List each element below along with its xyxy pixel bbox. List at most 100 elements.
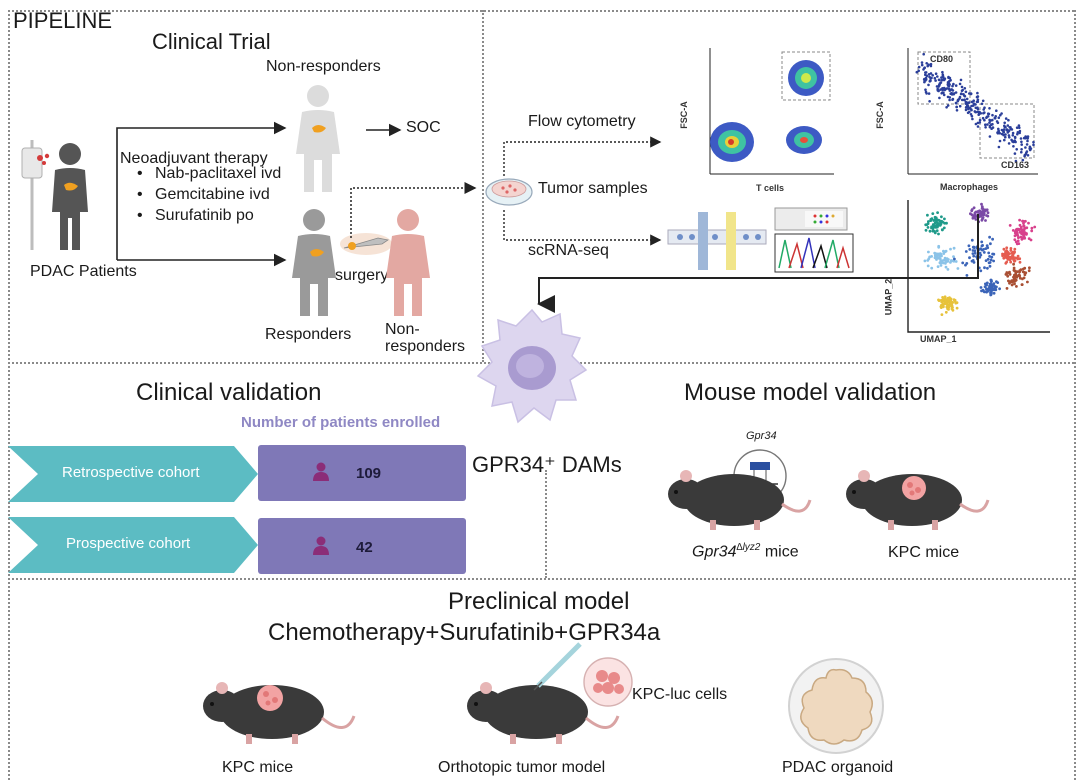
scatter-point: [972, 104, 975, 107]
scatter-point: [941, 88, 944, 92]
umap-point: [990, 255, 994, 259]
scatter-point: [981, 99, 985, 103]
umap-point: [1025, 232, 1028, 235]
umap-point: [1015, 285, 1018, 288]
umap-point: [1027, 221, 1030, 225]
umap-point: [943, 217, 946, 221]
umap-point: [1009, 249, 1013, 252]
scatter-point: [1020, 140, 1023, 144]
umap-point: [961, 261, 965, 265]
umap-point: [1002, 247, 1006, 251]
umap-point: [1021, 219, 1025, 223]
umap-point: [955, 301, 959, 305]
umap-point: [944, 310, 948, 314]
umap-point: [1012, 251, 1016, 255]
tumor-samples-label: Tumor samples: [538, 180, 648, 197]
umap-point: [933, 251, 937, 255]
dams-label: GPR34⁺ DAMs: [472, 452, 622, 477]
scatter-point: [984, 126, 987, 129]
umap-point: [924, 223, 928, 227]
umap-point: [981, 288, 985, 292]
umap-point: [940, 228, 944, 232]
scatter-point: [917, 69, 920, 73]
scatter-point: [975, 100, 979, 104]
umap-point: [973, 251, 977, 255]
scatter-point: [924, 71, 927, 74]
umap-point: [1016, 234, 1020, 237]
umap-point: [983, 266, 986, 270]
scatter-point: [1012, 140, 1015, 144]
umap-point: [1019, 225, 1023, 229]
flow-1-xlabel: T cells: [756, 183, 785, 193]
scatter-point: [939, 88, 942, 91]
umap-point: [938, 254, 941, 257]
border-top: [8, 10, 1074, 12]
umap-point: [1019, 235, 1023, 239]
umap-point: [965, 274, 969, 277]
scatter-point: [1004, 117, 1008, 120]
scatter-point: [963, 98, 966, 101]
scatter-point: [926, 64, 929, 68]
cohort-arrow-retrospective: [8, 446, 258, 502]
scatter-point: [931, 74, 934, 77]
umap-point: [939, 264, 943, 267]
umap-point: [969, 212, 972, 216]
umap-point: [1018, 270, 1021, 274]
scatter-point: [1016, 132, 1019, 136]
scatter-point: [929, 77, 932, 80]
scatter-point: [1010, 128, 1014, 131]
scatter-point: [1019, 137, 1023, 140]
umap-point: [1004, 273, 1008, 276]
scatter-point: [917, 65, 921, 69]
umap-point: [1008, 224, 1012, 227]
responders-label: Responders: [265, 326, 352, 343]
umap-point: [989, 242, 992, 246]
non-responders-2-line1: Non-: [385, 321, 420, 338]
scatter-point: [1018, 129, 1022, 133]
scatter-point: [1007, 118, 1010, 122]
scatter-point: [1032, 143, 1035, 147]
scatter-point: [947, 87, 951, 91]
scatter-point: [952, 82, 955, 86]
umap-point: [947, 308, 950, 311]
person-icon: [313, 536, 329, 555]
scatter-point: [958, 104, 962, 108]
umap-point: [1005, 246, 1009, 250]
scatter-point: [915, 70, 919, 74]
umap-point: [972, 206, 976, 210]
umap-point: [1013, 247, 1017, 251]
umap-point: [1009, 247, 1013, 250]
scatter-point: [929, 64, 933, 68]
scatter-point: [1020, 150, 1023, 154]
cohort-label-retrospective: Retrospective cohort: [62, 464, 200, 481]
scatter-point: [1006, 124, 1010, 127]
umap-point: [979, 269, 983, 273]
scatter-point: [1024, 135, 1027, 138]
scatter-point: [942, 93, 946, 97]
petri-dish-icon: [485, 178, 533, 206]
scatter-point: [980, 102, 984, 106]
scatter-point: [975, 95, 979, 99]
preclinical-title: Preclinical model: [448, 588, 630, 615]
gate-cd80-label: CD80: [930, 54, 954, 64]
umap-point: [979, 253, 983, 257]
scatter-point: [1002, 130, 1006, 134]
scatter-point: [1024, 146, 1027, 149]
umap-point: [1013, 279, 1017, 283]
scatter-point: [1013, 136, 1017, 139]
scatter-point: [958, 82, 962, 86]
umap-point: [947, 305, 951, 309]
umap-point: [1001, 252, 1004, 256]
scatter-point: [922, 52, 925, 56]
surgery-label: surgery: [335, 267, 389, 284]
preclinical-item-label: KPC mice: [222, 759, 294, 776]
mouse-kpc-icon: [846, 470, 990, 530]
scatter-point: [1026, 135, 1030, 138]
sample-branch-arrows: [503, 136, 662, 246]
scatter-point: [988, 125, 992, 129]
scatter-point: [936, 89, 940, 92]
umap-point: [1029, 238, 1033, 242]
flow-plot-tcells: [709, 48, 834, 175]
orthotopic-mouse-icon: [467, 642, 633, 744]
umap-point: [933, 221, 937, 225]
